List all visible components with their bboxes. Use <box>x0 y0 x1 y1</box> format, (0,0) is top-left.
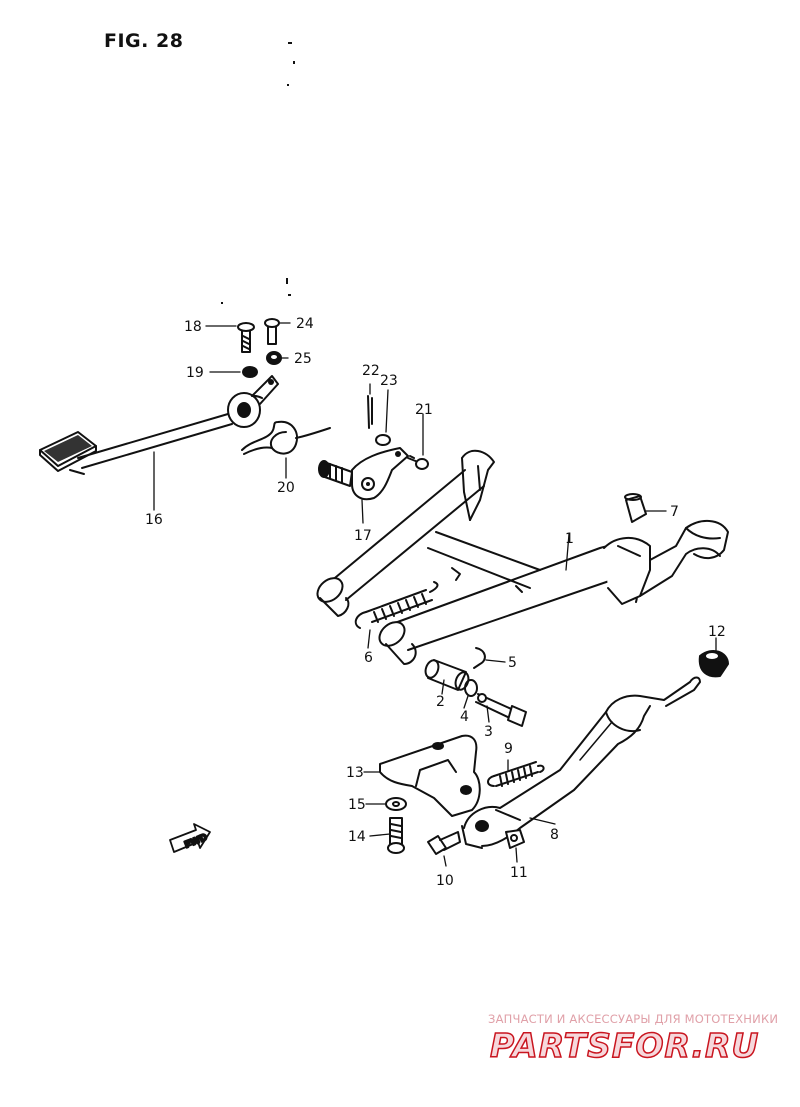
part-15-washer <box>385 797 407 811</box>
part-8-side-stand <box>461 676 701 849</box>
part-24-bolt <box>264 318 280 345</box>
part-4-washer <box>464 679 478 697</box>
part-12-stopper-rubber <box>698 649 729 678</box>
callout-24: 24 <box>296 316 314 332</box>
forward-arrow-icon: FWD <box>169 823 211 853</box>
callout-11: 11 <box>510 865 528 881</box>
callout-17: 17 <box>354 528 372 544</box>
callout-22: 22 <box>362 363 380 379</box>
part-18-bolt <box>237 322 255 353</box>
part-13-side-stand-bracket <box>379 734 481 817</box>
scan-specks <box>221 42 295 304</box>
part-11-nut <box>505 829 525 849</box>
callout-18: 18 <box>184 319 202 335</box>
callout-8: 8 <box>550 827 559 843</box>
callout-13: 13 <box>346 765 364 781</box>
part-7-stopper-rubber <box>624 493 647 523</box>
part-16-brake-pedal <box>39 375 279 475</box>
part-1-main-stand <box>316 449 729 665</box>
part-9-side-stand-spring <box>487 761 545 787</box>
part-2-pivot-sleeve <box>424 659 470 691</box>
part-19-nut <box>242 366 258 378</box>
part-10-bolt <box>427 831 461 855</box>
callout-23: 23 <box>380 373 398 389</box>
callout-9: 9 <box>504 741 513 757</box>
callout-4: 4 <box>460 709 469 725</box>
watermark-logo: PARTSFOR.RU <box>489 1025 760 1066</box>
callout-2: 2 <box>436 694 445 710</box>
callout-7: 7 <box>670 504 679 520</box>
callout-14: 14 <box>348 829 366 845</box>
callout-6: 6 <box>364 650 373 666</box>
part-25-nut <box>266 351 282 365</box>
callout-15: 15 <box>348 797 366 813</box>
part-20-return-spring <box>241 420 331 455</box>
part-6-stand-spring <box>354 581 439 629</box>
callout-19: 19 <box>186 365 204 381</box>
part-23-washer <box>375 434 391 446</box>
callout-21: 21 <box>415 402 433 418</box>
callout-20: 20 <box>277 480 295 496</box>
part-3-pivot-bolt <box>475 693 527 727</box>
callout-16: 16 <box>145 512 163 528</box>
leader-lines <box>153 322 717 867</box>
part-17-pedal-shaft <box>318 447 409 501</box>
callout-3: 3 <box>484 724 493 740</box>
callout-25: 25 <box>294 351 312 367</box>
callout-10: 10 <box>436 873 454 889</box>
callout-12: 12 <box>708 624 726 640</box>
part-14-bracket-bolt <box>387 817 405 854</box>
watermark-tagline: ЗАПЧАСТИ И АКСЕССУАРЫ ДЛЯ МОТОТЕХНИКИ <box>488 1012 779 1026</box>
part-22-cotter-pin <box>367 395 373 429</box>
part-21-bolt <box>407 455 429 470</box>
callout-labels: 18 24 19 25 22 23 21 20 16 17 7 1 6 5 2 … <box>145 316 726 889</box>
figure-title: FIG. 28 <box>104 30 184 52</box>
callout-5: 5 <box>508 655 517 671</box>
callout-1: 1 <box>565 531 574 547</box>
part-5-cotter-pin <box>473 647 486 669</box>
